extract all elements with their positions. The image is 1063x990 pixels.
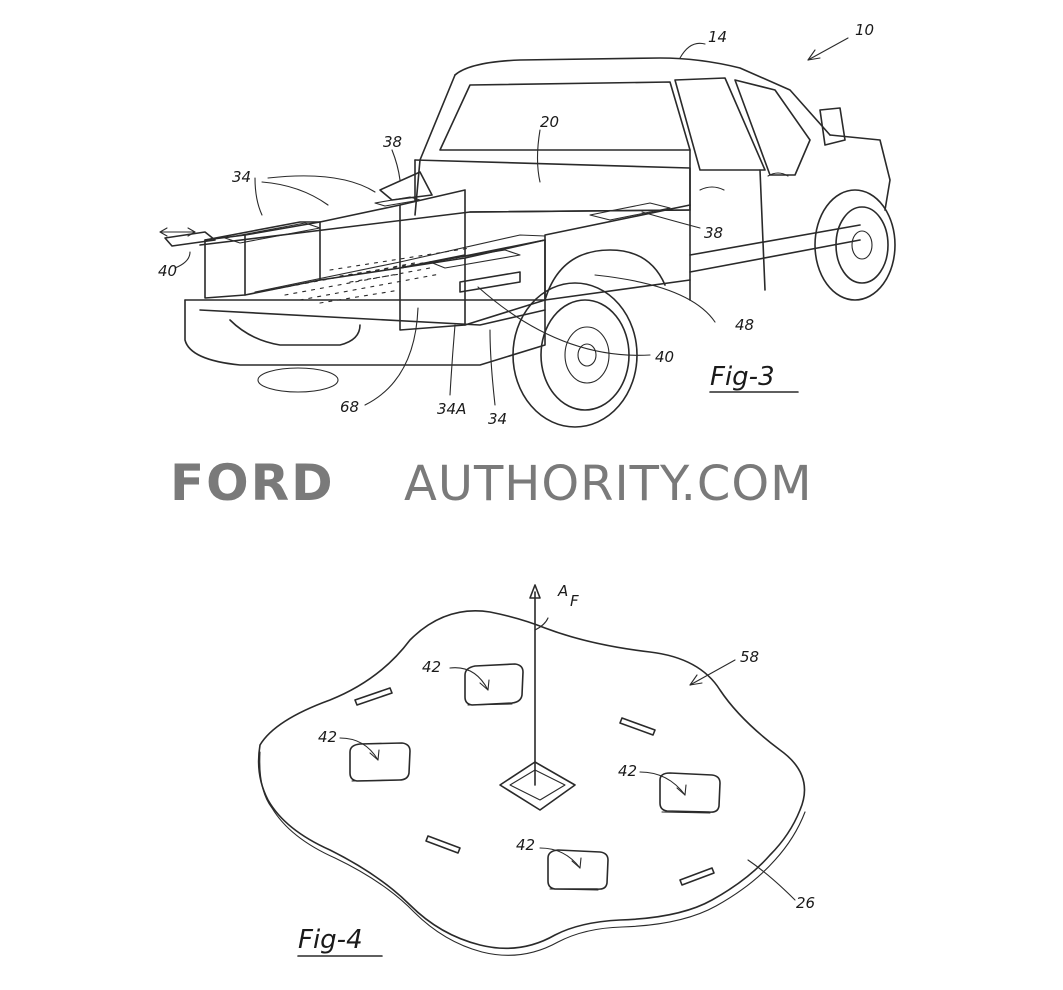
watermark-logo: FORD (170, 454, 335, 512)
ref-68: 68 (340, 398, 359, 416)
ref-axis-A: A (557, 582, 568, 600)
fig3-caption: Fig-3 (710, 362, 775, 392)
ref-34-box: 34 (488, 410, 507, 428)
ref-20: 20 (540, 113, 559, 131)
ref-34A: 34A (437, 400, 466, 418)
ref-58: 58 (740, 648, 759, 666)
ref-26: 26 (796, 894, 815, 912)
ref-axis-F: F (570, 592, 579, 610)
ref-42-top: 42 (422, 658, 441, 676)
ref-42-bottom: 42 (516, 836, 535, 854)
ref-40-handle: 40 (655, 348, 674, 366)
mat-drawing (259, 585, 805, 955)
watermark-site: AUTHORITY.COM (404, 456, 813, 512)
fig4-caption: Fig-4 (298, 925, 363, 955)
ref-38-lid: 38 (383, 133, 402, 151)
ref-34-boxes: 34 (232, 168, 251, 186)
ref-10: 10 (855, 21, 874, 39)
ref-40-tray: 40 (158, 262, 177, 280)
bed-floor-texture (270, 248, 480, 303)
ref-48: 48 (735, 316, 754, 334)
truck-drawing (160, 58, 895, 427)
ref-42-right: 42 (618, 762, 637, 780)
fig3-leaders (175, 38, 848, 405)
ref-14: 14 (708, 28, 727, 46)
ref-42-left: 42 (318, 728, 337, 746)
ref-38-side: 38 (704, 224, 723, 242)
